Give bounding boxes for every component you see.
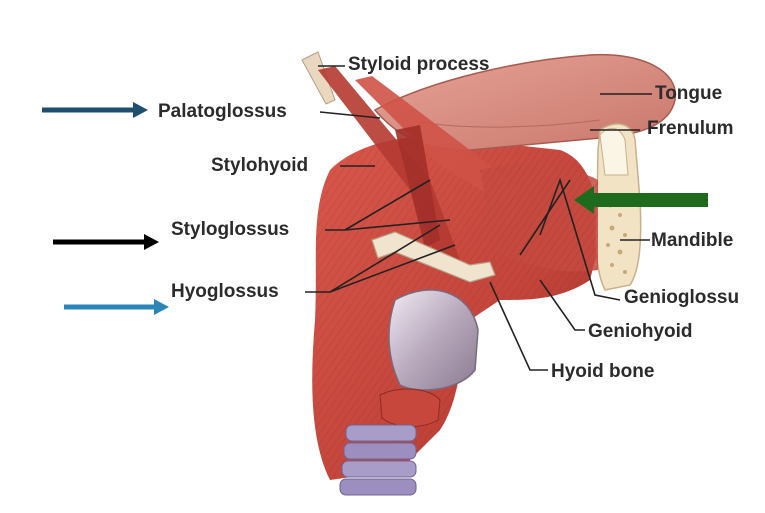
styloid-process-shape bbox=[301, 51, 336, 105]
thyroid-cartilage bbox=[388, 289, 479, 391]
hyoglossus-arrow bbox=[64, 299, 169, 315]
label-hyoglossus: Hyoglossus bbox=[171, 281, 279, 302]
label-stylohyoid: Stylohyoid bbox=[211, 155, 309, 176]
trachea bbox=[339, 424, 417, 496]
label-palatoglossus: Palatoglossus bbox=[158, 101, 287, 122]
label-geniohyoid: Geniohyoid bbox=[588, 321, 693, 342]
cricoid bbox=[379, 388, 441, 427]
label-styloid-process: Styloid process bbox=[348, 54, 490, 75]
genioglossus-arrow bbox=[574, 186, 708, 214]
label-mandible: Mandible bbox=[651, 230, 734, 251]
hyoid-bone-shape bbox=[371, 231, 496, 283]
label-styloglossus: Styloglossus bbox=[171, 219, 290, 240]
label-frenulum: Frenulum bbox=[647, 118, 734, 139]
leader-lines bbox=[305, 65, 652, 371]
styloglossus-arrow bbox=[53, 234, 159, 250]
styloglossus-shape bbox=[355, 76, 520, 205]
palatoglossus-arrow bbox=[42, 102, 148, 118]
label-tongue: Tongue bbox=[655, 83, 723, 104]
label-genioglossus: Genioglossu bbox=[624, 287, 740, 308]
label-hyoid-bone: Hyoid bone bbox=[551, 361, 655, 382]
